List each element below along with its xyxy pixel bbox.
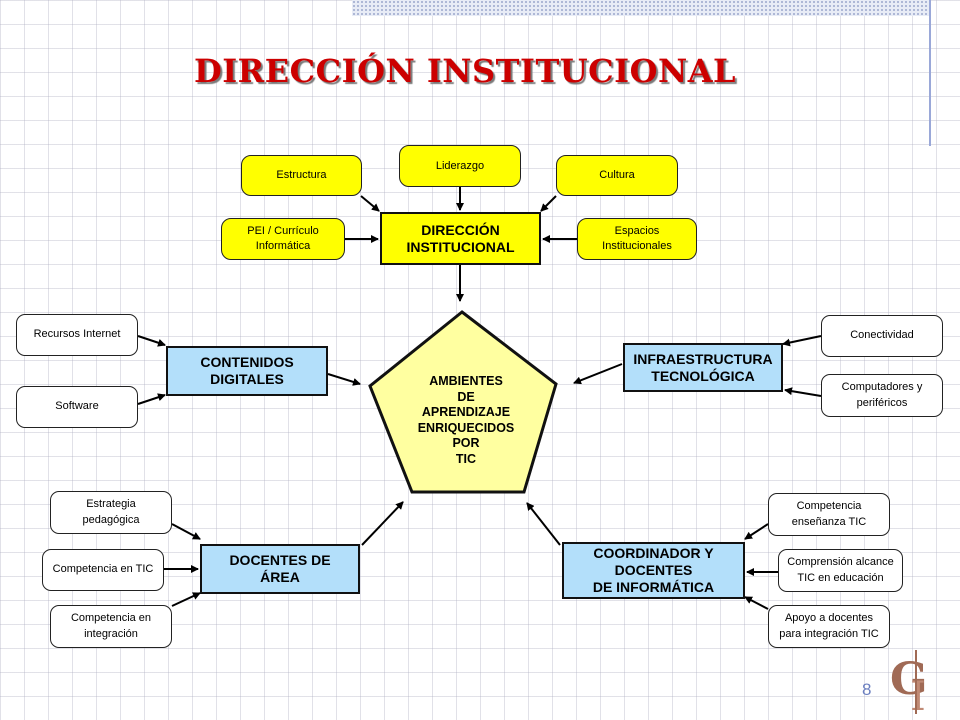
arrow-competencia-ensenanza — [744, 523, 769, 540]
node-espacios: Espacios Institucionales — [577, 218, 697, 260]
node-contenidos-digitales: CONTENIDOS DIGITALES — [166, 346, 328, 396]
arrow-contenidos-core — [327, 373, 361, 386]
arrow-software — [137, 393, 166, 405]
node-cultura: Cultura — [556, 155, 678, 196]
side-rule — [929, 0, 931, 146]
node-pei-curriculo: PEI / Currículo Informática — [221, 218, 345, 260]
arrow-apoyo — [744, 596, 769, 610]
node-estrategia-pedagogica: Estrategia pedagógica — [50, 491, 172, 534]
slide-title: DIRECCIÓN INSTITUCIONAL — [193, 52, 737, 90]
node-conectividad: Conectividad — [821, 315, 943, 357]
arrow-competencia-integracion — [171, 592, 201, 607]
arrow-computadores — [784, 387, 822, 397]
node-recursos-internet: Recursos Internet — [16, 314, 138, 356]
arrow-docentes-core — [361, 501, 404, 546]
center-pentagon — [368, 310, 558, 494]
node-coordinador-docentes: COORDINADOR Y DOCENTES DE INFORMÁTICA — [562, 542, 745, 599]
center-label: AMBIENTES DE APRENDIZAJE ENRIQUECIDOS PO… — [417, 374, 515, 466]
node-docentes-de-area: DOCENTES DE ÁREA — [200, 544, 360, 594]
arrow-infraestructura-core — [573, 363, 623, 385]
node-apoyo-docentes: Apoyo a docentes para integración TIC — [768, 605, 890, 648]
node-comprension-alcance: Comprensión alcance TIC en educación — [778, 549, 903, 592]
svg-text:I: I — [910, 674, 926, 716]
page-number: 8 — [862, 680, 872, 699]
node-competencia-integracion: Competencia en integración — [50, 605, 172, 648]
header-band — [352, 0, 930, 16]
gi-logo: G I — [890, 650, 928, 716]
node-competencia-ensenanza: Competencia enseñanza TIC — [768, 493, 890, 536]
node-estructura: Estructura — [241, 155, 362, 196]
node-direccion-institucional: DIRECCIÓN INSTITUCIONAL — [380, 212, 541, 265]
node-software: Software — [16, 386, 138, 428]
svg-text:G: G — [890, 654, 928, 705]
arrow-conectividad — [782, 335, 822, 347]
arrow-recursos — [137, 335, 166, 347]
arrow-estructura — [360, 195, 380, 212]
node-competencia-tic: Competencia en TIC — [42, 549, 164, 591]
node-computadores: Computadores y periféricos — [821, 374, 943, 417]
node-liderazgo: Liderazgo — [399, 145, 521, 187]
arrow-estrategia — [171, 523, 201, 540]
node-infraestructura-tecnologica: INFRAESTRUCTURA TECNOLÓGICA — [623, 343, 783, 392]
arrow-coordinador-core — [526, 502, 561, 546]
arrow-cultura — [540, 195, 557, 212]
